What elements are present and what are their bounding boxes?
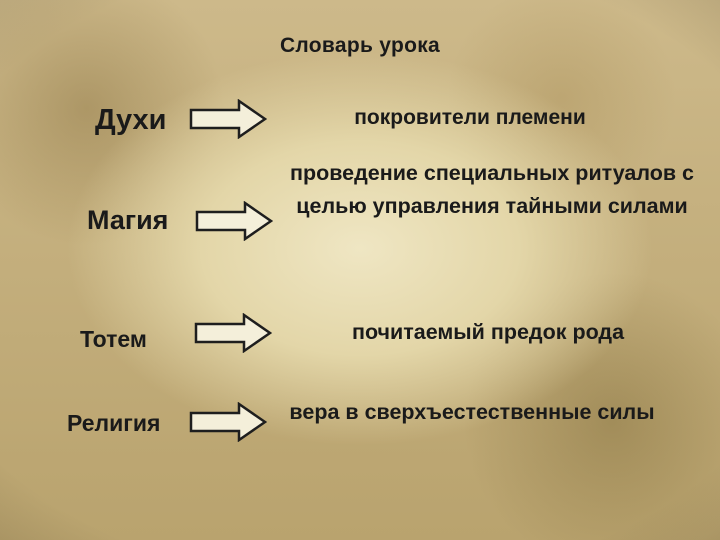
- arrow-right-icon: [194, 313, 272, 353]
- arrow-right-icon: [189, 402, 267, 442]
- term-spirits: Духи: [95, 104, 167, 136]
- definition-spirits: покровители племени: [354, 106, 586, 129]
- term-totem: Тотем: [80, 326, 147, 352]
- definition-religion: вера в сверхъестественные силы: [289, 400, 655, 424]
- term-religion: Религия: [67, 410, 161, 436]
- definition-magic: проведение специальных ритуалов с целью …: [289, 161, 695, 218]
- arrow-right-icon: [195, 201, 273, 241]
- arrow-right-icon: [189, 99, 267, 139]
- definition-totem: почитаемый предок рода: [351, 320, 625, 344]
- term-magic: Магия: [87, 205, 169, 235]
- slide-title: Словарь урока: [279, 34, 441, 57]
